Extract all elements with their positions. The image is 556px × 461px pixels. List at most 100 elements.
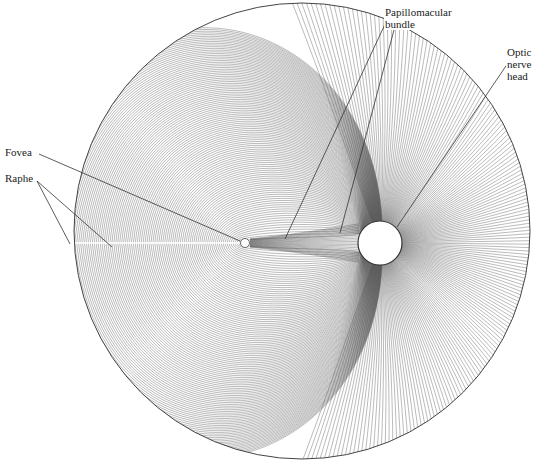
nerve-fiber xyxy=(139,244,368,354)
nerve-fiber xyxy=(104,99,372,242)
nerve-fiber xyxy=(49,50,378,242)
nerve-fiber xyxy=(399,255,556,428)
nerve-fiber xyxy=(394,260,547,461)
nerve-fiber xyxy=(137,130,368,242)
callout-label: Papillomacular bundle xyxy=(384,6,476,30)
nerve-fiber xyxy=(159,244,366,335)
nerve-fiber xyxy=(135,128,368,242)
nerve-fiber xyxy=(250,247,359,262)
leader-lines xyxy=(37,22,510,247)
nerve-fiber xyxy=(32,244,381,452)
nerve-fiber xyxy=(192,244,363,302)
nerve-fiber xyxy=(139,132,368,242)
nerve-fiber xyxy=(30,33,381,242)
nerve-fiber xyxy=(255,264,373,461)
nerve-fiber xyxy=(233,229,360,242)
nerve-fiber xyxy=(394,260,552,461)
nerve-fiber xyxy=(250,240,359,243)
nerve-fiber xyxy=(171,162,365,242)
nerve-fiber xyxy=(402,209,556,241)
nerve-fiber xyxy=(182,174,364,242)
nerve-fiber xyxy=(96,244,373,394)
nerve-fiber xyxy=(200,244,363,294)
nerve-fiber xyxy=(268,264,374,461)
nerve-fiber xyxy=(210,244,362,284)
nerve-fiber xyxy=(210,203,362,243)
nerve-fiber xyxy=(389,263,478,461)
nerve-fiber xyxy=(241,0,373,222)
nerve-fiber xyxy=(173,244,365,322)
nerve-fiber xyxy=(253,0,373,222)
nerve-fiber xyxy=(319,0,378,221)
nerve-fiber xyxy=(171,244,365,324)
fovea-pit xyxy=(241,239,250,248)
nerve-fiber xyxy=(395,259,556,461)
nerve-fiber xyxy=(65,64,377,242)
retina-outline xyxy=(74,3,530,459)
nerve-fiber xyxy=(51,52,378,242)
nerve-fiber xyxy=(387,264,447,461)
nerve-fiber xyxy=(292,0,376,221)
nerve-fiber xyxy=(372,0,385,221)
nerve-fiber xyxy=(40,244,380,445)
nerve-fiber xyxy=(402,180,556,239)
nerve-fiber xyxy=(402,231,556,242)
nerve-fiber xyxy=(393,261,542,461)
nerve-fiber xyxy=(192,184,363,242)
nerve-fiber xyxy=(401,151,556,237)
nerve-fiber xyxy=(250,241,359,242)
nerve-fiber xyxy=(396,0,556,227)
nerve-fiber xyxy=(94,244,373,396)
nerve-fiber xyxy=(387,0,451,222)
nerve-fiber xyxy=(321,265,378,461)
nerve-fiber xyxy=(24,28,382,242)
nerve-fiber xyxy=(34,36,381,242)
nerve-fiber xyxy=(385,264,421,461)
nerve-fiber xyxy=(394,260,556,461)
nerve-fiber xyxy=(402,238,556,243)
nerve-fiber xyxy=(190,182,363,242)
nerve-fiber xyxy=(399,75,556,232)
nerve-fiber xyxy=(305,0,376,221)
nerve-fiber xyxy=(218,244,362,275)
nerve-fiber xyxy=(200,192,363,242)
nerve-fiber xyxy=(385,0,419,222)
callout-label: Raphe xyxy=(4,172,34,184)
nerve-fiber xyxy=(388,263,472,461)
leader-line xyxy=(39,154,240,241)
nerve-fiber xyxy=(135,244,368,358)
nerve-fiber xyxy=(24,244,382,458)
nerve-fiber xyxy=(386,0,432,222)
nerve-fiber xyxy=(85,244,375,405)
nerve-fiber xyxy=(396,258,556,461)
nerve-fiber xyxy=(400,109,556,235)
leader-line xyxy=(340,30,394,233)
nerve-fiber xyxy=(383,265,397,461)
nerve-fiber xyxy=(65,244,377,422)
nerve-fiber xyxy=(96,92,373,242)
nerve-fiber xyxy=(383,265,393,461)
nerve-fiber xyxy=(26,244,382,457)
nerve-fiber xyxy=(30,244,381,453)
nerve-fiber xyxy=(250,233,359,241)
nerve-fiber xyxy=(397,14,556,229)
nerve-fiber xyxy=(299,0,377,221)
nerve-fiber xyxy=(397,257,556,461)
nerve-fiber xyxy=(159,151,366,242)
nerve-fiber xyxy=(75,244,376,413)
nerve-fiber xyxy=(114,244,371,378)
callout-label: Fovea xyxy=(4,146,33,158)
nerve-fiber xyxy=(38,244,381,446)
nerve-fiber xyxy=(116,244,371,376)
nerve-fiber xyxy=(157,244,366,337)
nerve-fiber xyxy=(36,38,381,242)
nerve-fiber xyxy=(157,149,366,242)
nerve-fiber xyxy=(161,153,366,242)
nerve-fiber xyxy=(391,0,506,224)
nerve-fiber xyxy=(401,251,556,368)
nerve-fiber xyxy=(388,264,466,461)
nerve-fiber xyxy=(393,0,535,225)
nerve-fiber xyxy=(32,35,381,243)
nerve-fiber xyxy=(233,244,360,257)
